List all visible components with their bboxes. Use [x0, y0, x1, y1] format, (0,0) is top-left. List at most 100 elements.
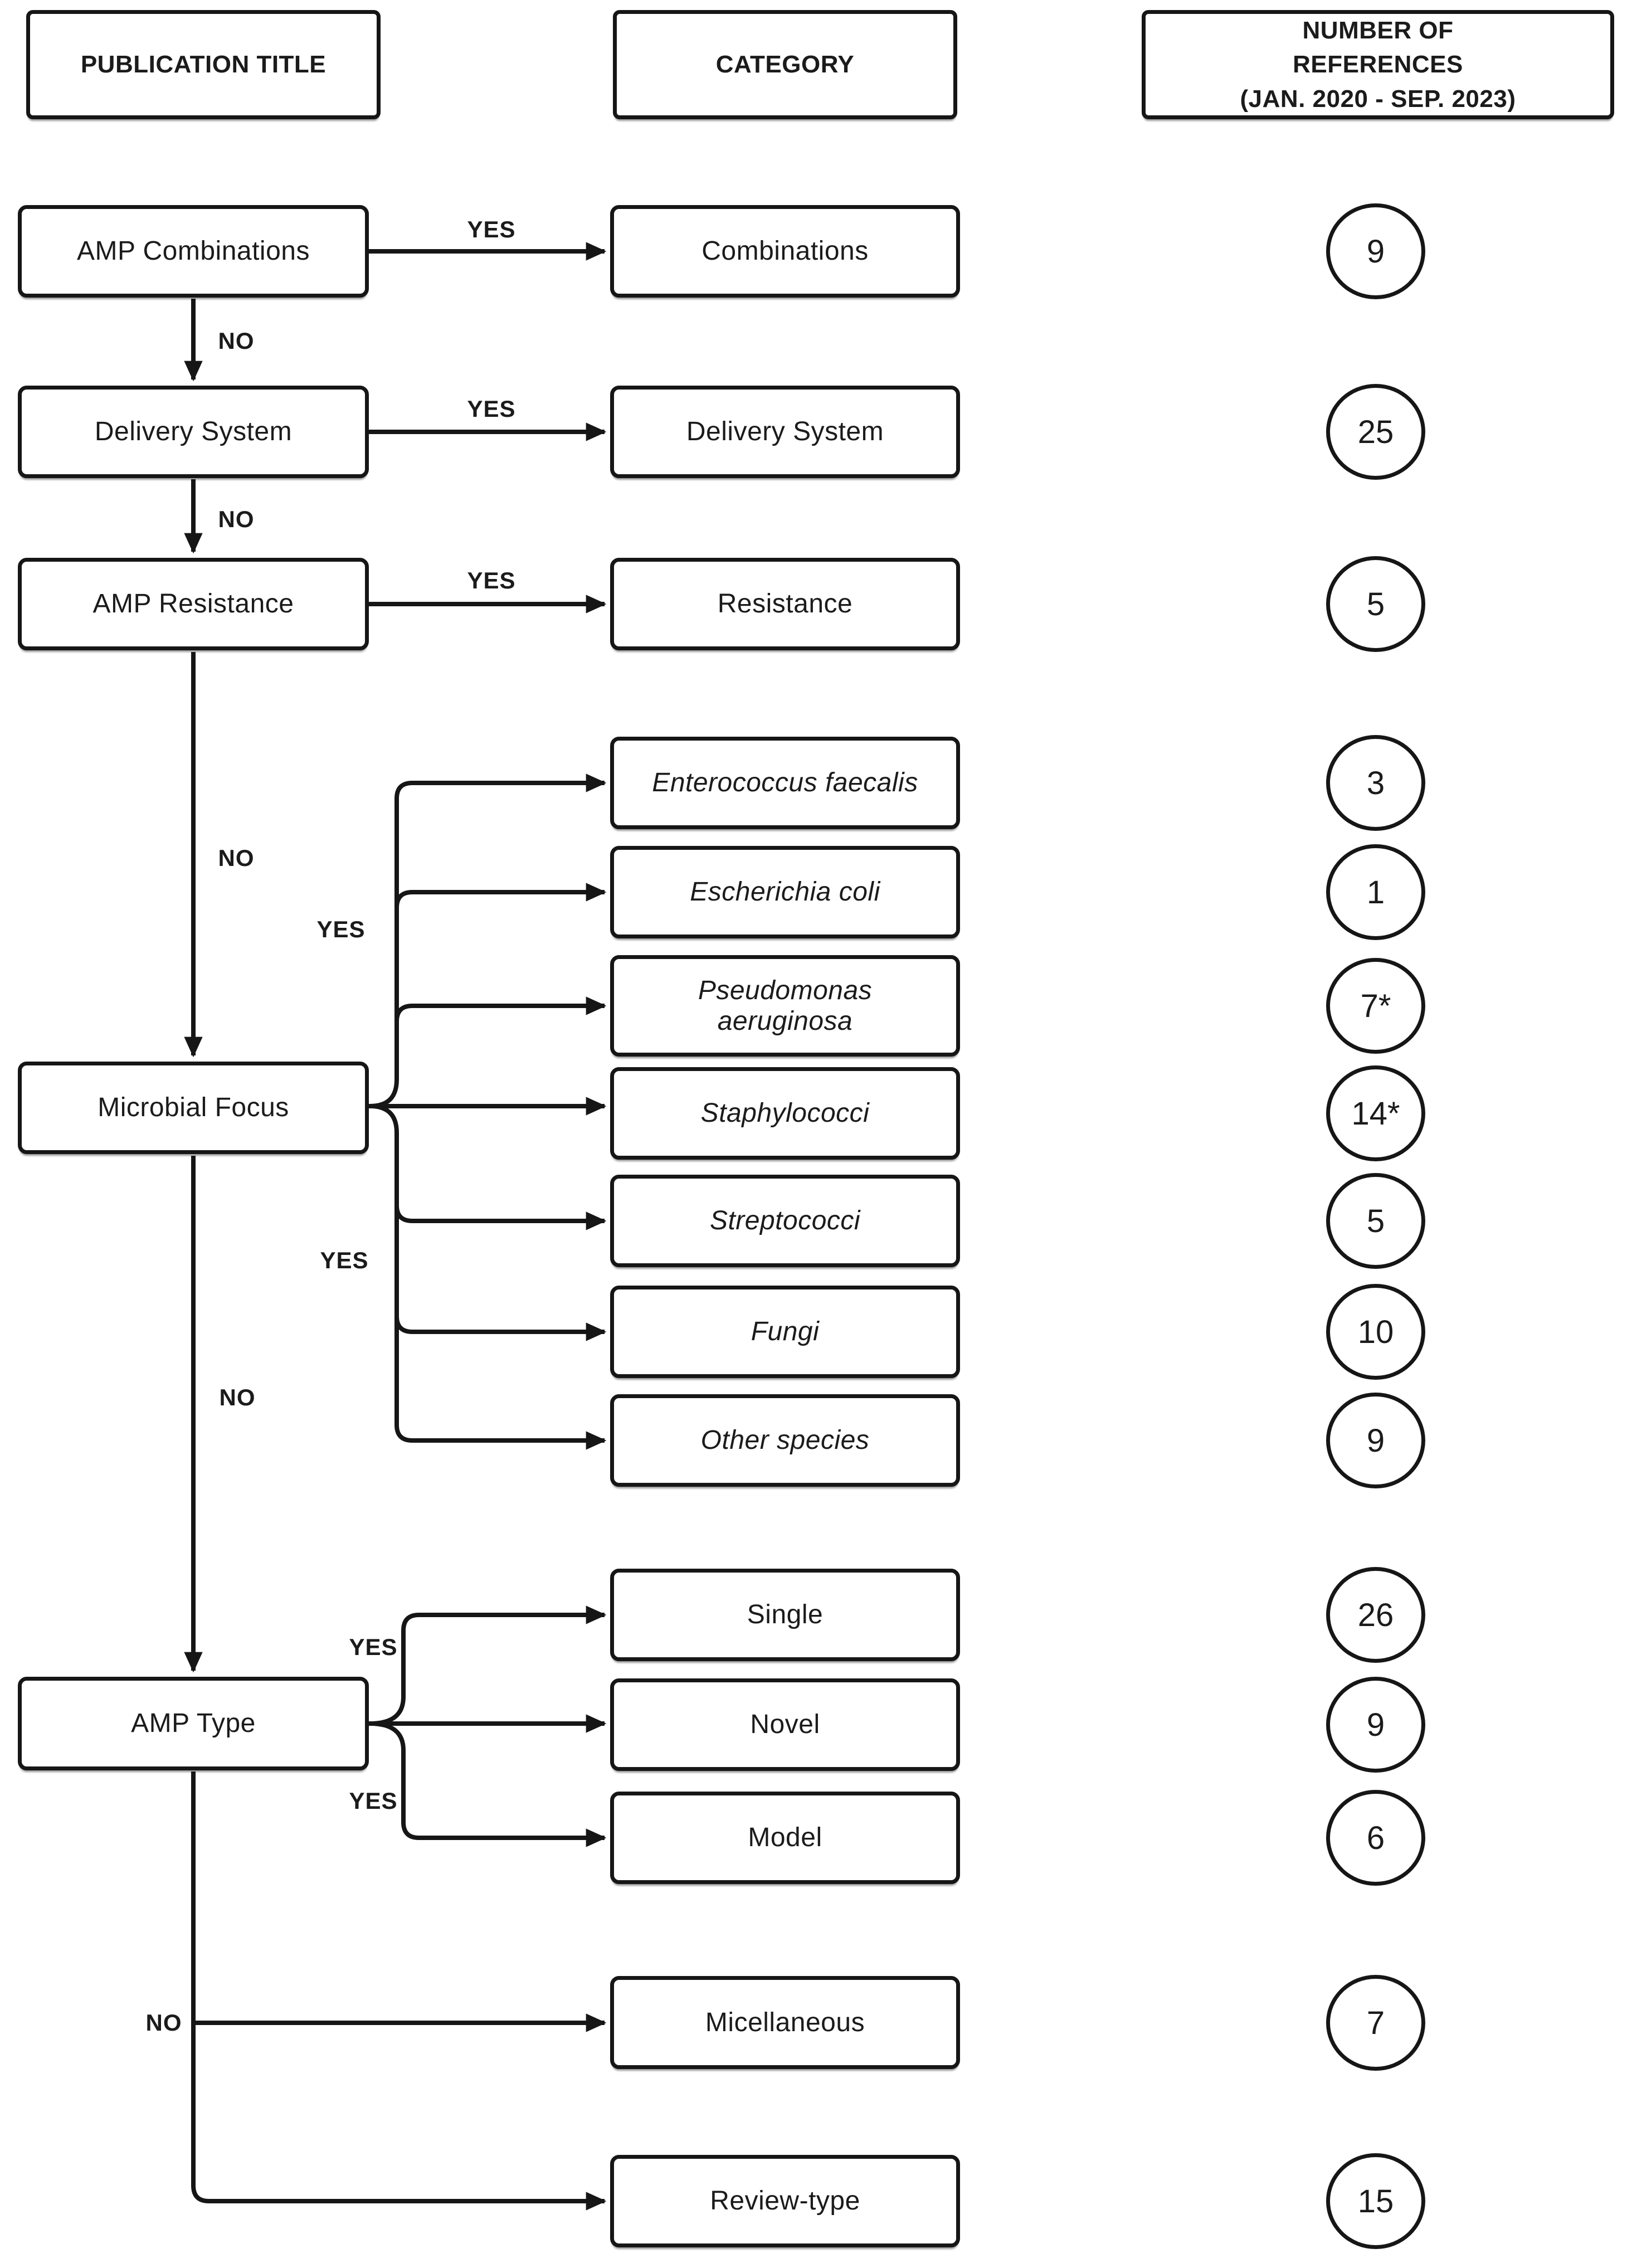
- count-micellaneous-value: 7: [1366, 2004, 1385, 2041]
- count-streptococci-value: 5: [1366, 1203, 1385, 1239]
- header-number-of-references: NUMBER OF REFERENCES (JAN. 2020 - SEP. 2…: [1142, 10, 1614, 119]
- category-novel-label: Novel: [750, 1710, 820, 1740]
- category-single: Single: [610, 1569, 960, 1661]
- category-review-type-label: Review-type: [710, 2186, 860, 2216]
- label-no-delivery-system: NO: [218, 506, 255, 532]
- count-delivery-system: 25: [1326, 384, 1425, 480]
- label-yes-microbial-lower: YES: [320, 1247, 369, 1273]
- count-enterococcus-faecalis: 3: [1326, 735, 1425, 831]
- edge-amptype-single: [369, 1605, 607, 1726]
- category-novel: Novel: [610, 1678, 960, 1771]
- category-escherichia-coli-label: Escherichia coli: [690, 877, 880, 907]
- category-model: Model: [610, 1792, 960, 1884]
- edge-amptype-no-reviewtype: [191, 1771, 607, 2211]
- count-model-value: 6: [1366, 1819, 1385, 1856]
- count-single-value: 26: [1357, 1597, 1394, 1633]
- count-micellaneous: 7: [1326, 1975, 1425, 2071]
- edge-microbialfocus-ecoli: [394, 883, 607, 908]
- category-fungi-label: Fungi: [751, 1317, 820, 1347]
- count-fungi-value: 10: [1357, 1313, 1394, 1350]
- count-single: 26: [1326, 1567, 1425, 1663]
- category-escherichia-coli: Escherichia coli: [610, 846, 960, 938]
- count-staphylococci-value: 14*: [1351, 1095, 1400, 1132]
- count-model: 6: [1326, 1790, 1425, 1886]
- decision-microbial-focus-label: Microbial Focus: [98, 1093, 289, 1123]
- edge-microbialfocus-streptococci: [394, 1205, 607, 1230]
- category-single-label: Single: [747, 1600, 824, 1630]
- category-staphylococci: Staphylococci: [610, 1067, 960, 1160]
- decision-amp-type-label: AMP Type: [131, 1709, 256, 1739]
- label-no-amp-combinations: NO: [218, 328, 255, 354]
- category-combinations-label: Combinations: [701, 236, 869, 266]
- edge-microbialfocus-fungi: [394, 1316, 607, 1341]
- edge-microbialfocus-otherspecies: [369, 1104, 607, 1450]
- count-streptococci: 5: [1326, 1173, 1425, 1269]
- header-references-line2: (JAN. 2020 - SEP. 2023): [1240, 85, 1516, 113]
- category-streptococci: Streptococci: [610, 1175, 960, 1267]
- count-enterococcus-faecalis-value: 3: [1366, 765, 1385, 801]
- count-escherichia-coli-value: 1: [1366, 874, 1385, 911]
- count-fungi: 10: [1326, 1284, 1425, 1380]
- header-category-label: CATEGORY: [715, 51, 855, 79]
- header-references-line1: NUMBER OF REFERENCES: [1293, 16, 1463, 79]
- count-review-type: 15: [1326, 2153, 1425, 2249]
- count-other-species-value: 9: [1366, 1422, 1385, 1459]
- count-staphylococci: 14*: [1326, 1065, 1425, 1161]
- edge-amptype-model: [369, 1721, 607, 1847]
- count-pseudomonas-aeruginosa: 7*: [1326, 958, 1425, 1054]
- category-enterococcus-faecalis: Enterococcus faecalis: [610, 737, 960, 829]
- category-micellaneous: Micellaneous: [610, 1976, 960, 2069]
- decision-delivery-system-label: Delivery System: [94, 417, 293, 447]
- decision-amp-type: AMP Type: [18, 1677, 369, 1770]
- label-no-amp-resistance: NO: [218, 845, 255, 871]
- label-no-microbial-focus: NO: [219, 1384, 256, 1410]
- decision-amp-combinations: AMP Combinations: [18, 205, 369, 298]
- header-publication-title: PUBLICATION TITLE: [26, 10, 381, 119]
- decision-amp-resistance: AMP Resistance: [18, 558, 369, 650]
- count-delivery-system-value: 25: [1357, 413, 1394, 450]
- category-micellaneous-label: Micellaneous: [705, 2007, 865, 2037]
- edge-microbialfocus-enterococcus: [369, 773, 607, 1108]
- category-delivery-system: Delivery System: [610, 386, 960, 478]
- count-novel: 9: [1326, 1677, 1425, 1773]
- label-yes-delivery-system: YES: [467, 396, 516, 422]
- header-number-of-references-label: NUMBER OF REFERENCES (JAN. 2020 - SEP. 2…: [1222, 13, 1534, 116]
- category-staphylococci-label: Staphylococci: [700, 1098, 870, 1128]
- category-streptococci-label: Streptococci: [709, 1206, 861, 1236]
- category-delivery-system-label: Delivery System: [686, 417, 884, 447]
- label-yes-resistance: YES: [467, 567, 516, 593]
- count-combinations: 9: [1326, 203, 1425, 299]
- count-review-type-value: 15: [1357, 2183, 1394, 2220]
- decision-microbial-focus: Microbial Focus: [18, 1062, 369, 1154]
- count-other-species: 9: [1326, 1393, 1425, 1488]
- category-pseudomonas-aeruginosa: Pseudomonas aeruginosa: [610, 955, 960, 1057]
- header-category: CATEGORY: [613, 10, 957, 119]
- category-model-label: Model: [748, 1823, 822, 1853]
- label-yes-microbial-upper: YES: [316, 916, 366, 942]
- category-fungi: Fungi: [610, 1286, 960, 1378]
- label-yes-amp-type-lower: YES: [349, 1788, 398, 1814]
- count-resistance-value: 5: [1366, 586, 1385, 622]
- label-no-micellaneous: NO: [145, 2009, 182, 2036]
- header-publication-title-label: PUBLICATION TITLE: [80, 51, 327, 79]
- label-yes-amp-type-upper: YES: [349, 1634, 398, 1660]
- count-escherichia-coli: 1: [1326, 844, 1425, 940]
- decision-amp-resistance-label: AMP Resistance: [92, 589, 294, 619]
- category-review-type: Review-type: [610, 2155, 960, 2247]
- category-other-species: Other species: [610, 1394, 960, 1487]
- label-yes-combinations: YES: [467, 216, 516, 242]
- count-pseudomonas-aeruginosa-value: 7*: [1360, 987, 1391, 1024]
- decision-delivery-system: Delivery System: [18, 386, 369, 478]
- count-resistance: 5: [1326, 556, 1425, 652]
- category-resistance: Resistance: [610, 558, 960, 650]
- decision-amp-combinations-label: AMP Combinations: [77, 236, 310, 266]
- category-pseudomonas-aeruginosa-label: Pseudomonas aeruginosa: [698, 975, 873, 1036]
- category-combinations: Combinations: [610, 205, 960, 298]
- edge-microbialfocus-pseudomonas: [394, 996, 607, 1022]
- category-resistance-label: Resistance: [717, 589, 853, 619]
- category-enterococcus-faecalis-label: Enterococcus faecalis: [652, 768, 918, 798]
- category-other-species-label: Other species: [700, 1425, 870, 1456]
- count-combinations-value: 9: [1366, 233, 1385, 270]
